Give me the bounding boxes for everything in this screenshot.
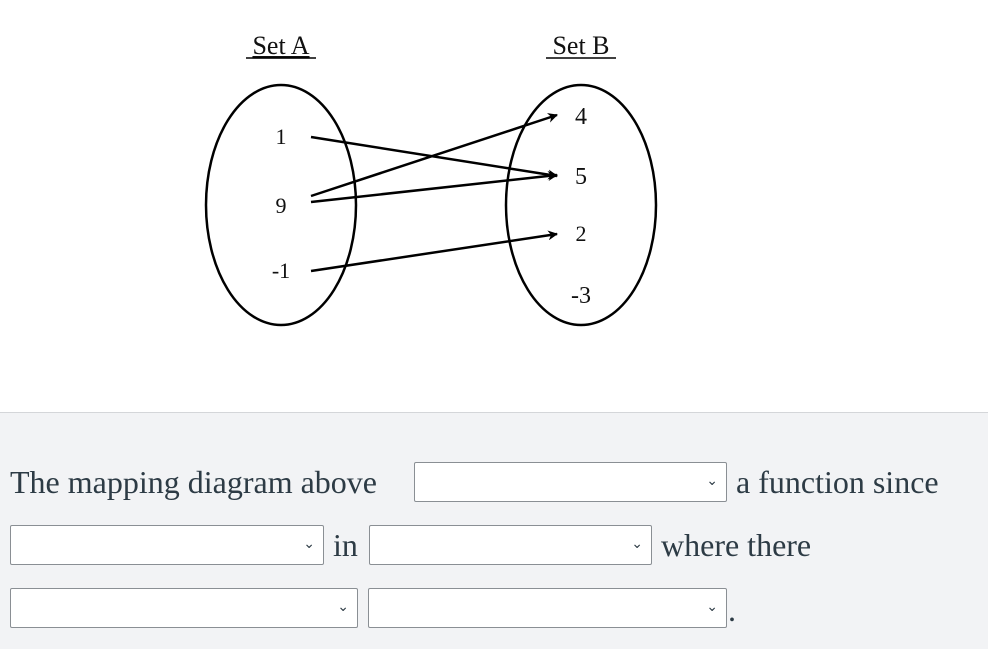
- chevron-down-icon: ⌄: [706, 599, 718, 615]
- set-b-element: 5: [575, 164, 587, 190]
- chevron-down-icon: ⌄: [706, 473, 718, 489]
- set-b-oval: [504, 83, 658, 327]
- question-text-4: where there: [661, 527, 812, 563]
- dropdown-description[interactable]: ⌄: [368, 588, 727, 628]
- set-a-oval: [204, 83, 358, 327]
- dropdown-set[interactable]: ⌄: [369, 525, 652, 565]
- mapping-diagram: Set A Set B 1 9 -1 4 5 2 -3: [204, 31, 658, 327]
- set-a-element: -1: [272, 258, 290, 283]
- set-b-element: -3: [571, 283, 591, 309]
- arrow-9-to-5: [310, 171, 558, 204]
- question-text-3: in: [333, 527, 358, 563]
- set-a-title: Set A: [252, 31, 309, 60]
- question-text-1: The mapping diagram above: [10, 464, 377, 500]
- set-a-element: 9: [276, 193, 287, 218]
- chevron-down-icon: ⌄: [303, 536, 315, 552]
- dropdown-is-function[interactable]: ⌄: [414, 462, 727, 502]
- set-b-title: Set B: [552, 31, 609, 60]
- set-b-element: 4: [575, 104, 587, 130]
- dropdown-quantity[interactable]: ⌄: [10, 588, 358, 628]
- set-a-element: 1: [276, 124, 287, 149]
- question-text-2: a function since: [736, 464, 939, 500]
- dropdown-reason[interactable]: ⌄: [10, 525, 324, 565]
- set-b-element: 2: [576, 221, 587, 246]
- chevron-down-icon: ⌄: [337, 599, 349, 615]
- chevron-down-icon: ⌄: [631, 536, 643, 552]
- arrow-9-to-4: [310, 113, 558, 198]
- arrow-neg1-to-2: [310, 230, 558, 273]
- question-period: .: [728, 592, 736, 628]
